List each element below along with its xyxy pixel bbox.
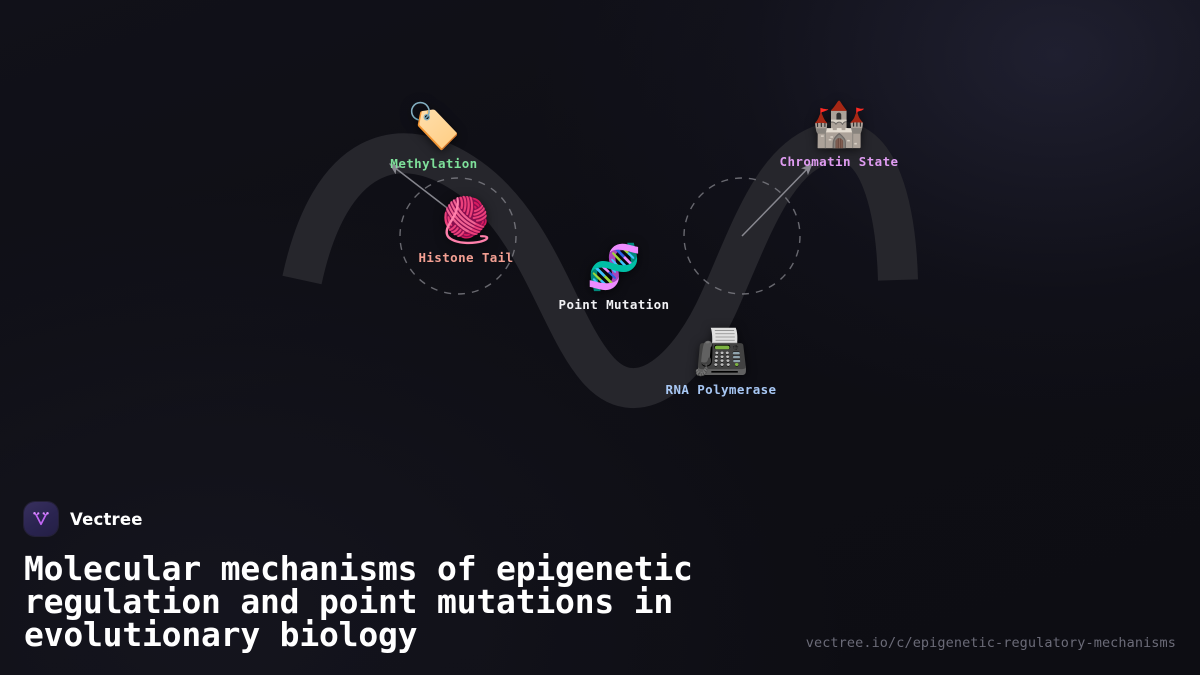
edge-point-mutation-to-chromatin-state: [741, 163, 813, 237]
background-wave: [282, 121, 918, 408]
graph-node-label-rna-polymerase: RNA Polymerase: [665, 382, 777, 397]
graph-node-label-chromatin-state: Chromatin State: [779, 154, 899, 169]
cluster-ring-right: [683, 177, 801, 295]
brand-name: Vectree: [70, 509, 143, 529]
footer: Vectree Molecular mechanisms of epigenet…: [0, 470, 1200, 675]
graph-node-chromatin-state[interactable]: 🏰 Chromatin State: [779, 99, 899, 170]
yarn-ball-icon: 🧶: [438, 195, 494, 246]
source-url: vectree.io/c/epigenetic-regulatory-mecha…: [805, 635, 1176, 651]
graph-node-point-mutation[interactable]: 🧬 Point Mutation: [558, 242, 670, 313]
brand[interactable]: Vectree: [24, 502, 143, 536]
fax-machine-icon: 📠: [693, 327, 749, 378]
graph-node-rna-polymerase[interactable]: 📠 RNA Polymerase: [665, 327, 777, 398]
label-tag-icon: 🏷️: [406, 101, 462, 152]
dna-icon: 🧬: [586, 242, 642, 293]
castle-icon: 🏰: [811, 99, 867, 150]
graph-node-label-methylation: Methylation: [390, 156, 478, 171]
graph-node-histone-tail[interactable]: 🧶 Histone Tail: [418, 195, 514, 266]
graph-visualization: [282, 121, 918, 408]
vectree-logo-icon: [24, 502, 58, 536]
graph-node-label-histone-tail: Histone Tail: [418, 250, 514, 265]
graph-node-methylation[interactable]: 🏷️ Methylation: [390, 101, 478, 172]
edge-histone-tail-to-methylation: [389, 163, 456, 215]
cluster-ring-left: [399, 177, 517, 295]
graph-node-label-point-mutation: Point Mutation: [558, 297, 670, 312]
page-headline: Molecular mechanisms of epigenetic regul…: [24, 549, 693, 654]
